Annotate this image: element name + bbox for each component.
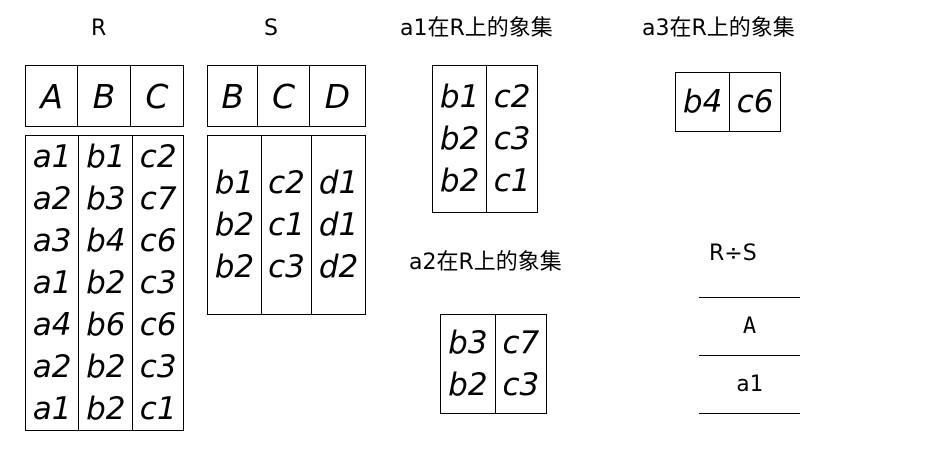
header-cell: B	[77, 65, 131, 127]
relation-r-column-c: c2 c7 c6 c3 c6 c3 c1	[132, 135, 184, 431]
cell: b2	[448, 367, 488, 403]
division-header: A	[699, 297, 800, 355]
cell: b4	[86, 223, 126, 259]
relation-r-header: A B C	[24, 65, 185, 127]
cell: b1	[439, 79, 480, 115]
relation-s-title: S	[264, 16, 278, 41]
cell: c2	[268, 165, 305, 201]
cell: b1	[214, 165, 255, 201]
image-set-a1-title: a1在R上的象集	[400, 16, 553, 41]
cell: d1	[318, 207, 359, 243]
cell: b2	[214, 249, 255, 285]
cell: b2	[86, 391, 126, 427]
cell: c1	[493, 163, 531, 199]
image-set-column-b: b3 b2	[440, 314, 496, 414]
cell: b2	[86, 265, 126, 301]
image-set-a1-table: b1 b2 b2 c2 c3 c1	[431, 65, 538, 213]
cell: b3	[86, 181, 126, 217]
cell: a1	[32, 391, 72, 427]
cell: a1	[32, 265, 72, 301]
image-set-column-c: c7 c3	[494, 314, 548, 414]
relation-s-column-c: c2 c1 c3	[260, 135, 313, 315]
image-set-a3-title: a3在R上的象集	[642, 16, 795, 41]
cell: b2	[214, 207, 255, 243]
cell: a2	[32, 181, 72, 217]
division-result-table: A a1	[699, 297, 800, 414]
cell: b6	[86, 307, 126, 343]
relation-r-title: R	[91, 16, 107, 41]
cell: c7	[139, 181, 177, 217]
relation-s-column-d: d1 d1 d2	[311, 135, 366, 315]
cell: c1	[139, 391, 177, 427]
header-cell: D	[308, 65, 367, 127]
relation-r-column-b: b1 b3 b4 b2 b6 b2 b2	[78, 135, 134, 431]
image-set-a2-title: a2在R上的象集	[409, 250, 562, 275]
cell: d2	[318, 249, 359, 285]
image-set-column-c: c6	[729, 72, 781, 132]
image-set-a2-table: b3 b2 c7 c3	[440, 314, 548, 414]
relation-s-column-b: b1 b2 b2	[207, 135, 262, 315]
image-set-column-b: b1 b2 b2	[431, 65, 488, 213]
cell: a4	[32, 307, 72, 343]
relation-s-body: b1 b2 b2 c2 c1 c3 d1 d1 d2	[207, 135, 366, 315]
cell: b1	[86, 139, 126, 175]
header-cell: C	[129, 65, 185, 127]
cell: c3	[502, 367, 540, 403]
division-value: a1	[699, 355, 800, 414]
cell: b3	[448, 325, 488, 361]
cell: b2	[86, 349, 126, 385]
relation-s-header: B C D	[206, 65, 367, 127]
header-cell: C	[257, 65, 310, 127]
image-set-column-b: b4	[674, 72, 731, 132]
cell: c1	[268, 207, 305, 243]
cell: c3	[139, 349, 177, 385]
header-cell: B	[206, 65, 259, 127]
cell: a3	[32, 223, 72, 259]
cell: c2	[139, 139, 177, 175]
header-cell: A	[24, 65, 79, 127]
cell: d1	[318, 165, 359, 201]
relation-r-body: a1 a2 a3 a1 a4 a2 a1 b1 b3 b4 b2 b6 b2 b…	[24, 135, 184, 431]
cell: c6	[736, 84, 774, 120]
cell: c3	[139, 265, 177, 301]
cell: c3	[268, 249, 305, 285]
cell: c3	[493, 121, 531, 157]
cell: b2	[439, 121, 480, 157]
cell: c2	[493, 79, 531, 115]
cell: a2	[32, 349, 72, 385]
cell: a1	[32, 139, 72, 175]
division-title: R÷S	[709, 241, 757, 266]
relation-r-column-a: a1 a2 a3 a1 a4 a2 a1	[24, 135, 80, 431]
cell: c7	[502, 325, 540, 361]
cell: c6	[139, 307, 177, 343]
image-set-column-c: c2 c3 c1	[486, 65, 538, 213]
image-set-a3-table: b4 c6	[674, 72, 781, 132]
cell: b4	[682, 84, 723, 120]
cell: c6	[139, 223, 177, 259]
cell: b2	[439, 163, 480, 199]
